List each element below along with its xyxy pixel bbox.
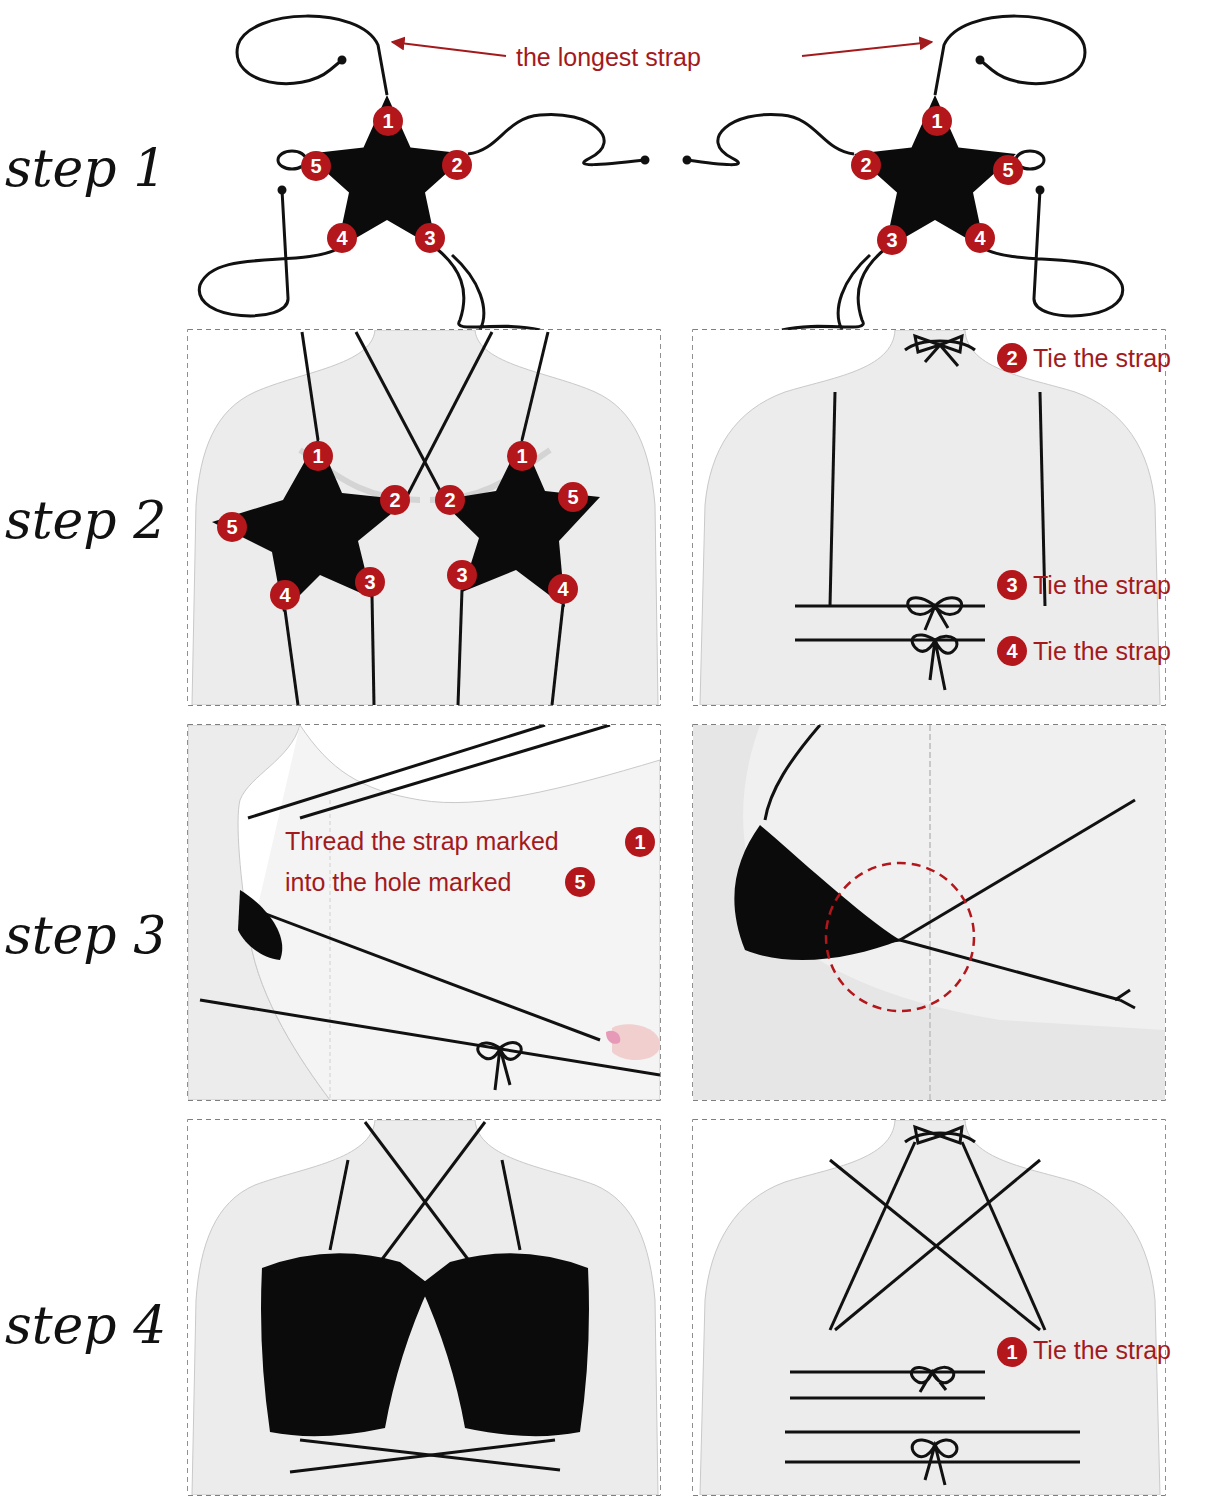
callout-number: 2: [851, 150, 881, 180]
step-label: step 2: [5, 490, 166, 550]
callout-number: 1: [625, 827, 655, 857]
mannequin-front: [188, 330, 660, 705]
callout-number: 5: [301, 151, 331, 181]
callout-number: 1: [373, 106, 403, 136]
callout-number: 1: [303, 441, 333, 471]
panel-frame: [188, 330, 1165, 1495]
star-cup: [684, 16, 1123, 330]
step-label: step 4: [5, 1295, 166, 1355]
mannequin-front: [188, 1120, 660, 1495]
callout-number: 4: [997, 636, 1027, 666]
step-label: step 3: [5, 905, 166, 965]
annotation-text: the longest strap: [516, 43, 701, 72]
instruction-text: Thread the strap marked: [285, 827, 559, 856]
pointer-arrow: [802, 42, 932, 56]
callout-number: 2: [435, 485, 465, 515]
callout-number: 5: [993, 155, 1023, 185]
callout-number: 3: [415, 223, 445, 253]
callout-number: 5: [558, 482, 588, 512]
instruction-text: into the hole marked: [285, 868, 512, 897]
callout-number: 5: [565, 867, 595, 897]
callout-number: 1: [922, 106, 952, 136]
mannequin-back: [693, 1120, 1165, 1495]
mannequin-side: [693, 725, 1165, 1100]
instruction-text: Tie the strap: [1033, 344, 1171, 373]
callout-number: 4: [548, 574, 578, 604]
callout-number: 3: [355, 567, 385, 597]
instruction-text: Tie the strap: [1033, 637, 1171, 666]
pointer-arrow: [392, 42, 506, 56]
callout-number: 3: [877, 225, 907, 255]
callout-number: 4: [327, 223, 357, 253]
step-label: step 1: [5, 138, 166, 198]
callout-number: 2: [997, 343, 1027, 373]
callout-number: 2: [380, 485, 410, 515]
callout-number: 4: [965, 223, 995, 253]
callout-number: 2: [442, 150, 472, 180]
callout-number: 5: [217, 512, 247, 542]
instruction-text: Tie the strap: [1033, 1336, 1171, 1365]
callout-number: 3: [997, 570, 1027, 600]
callout-number: 4: [270, 580, 300, 610]
callout-number: 1: [997, 1337, 1027, 1367]
callout-number: 3: [447, 560, 477, 590]
mannequin-side: [188, 725, 660, 1100]
instruction-text: Tie the strap: [1033, 571, 1171, 600]
callout-number: 1: [507, 441, 537, 471]
